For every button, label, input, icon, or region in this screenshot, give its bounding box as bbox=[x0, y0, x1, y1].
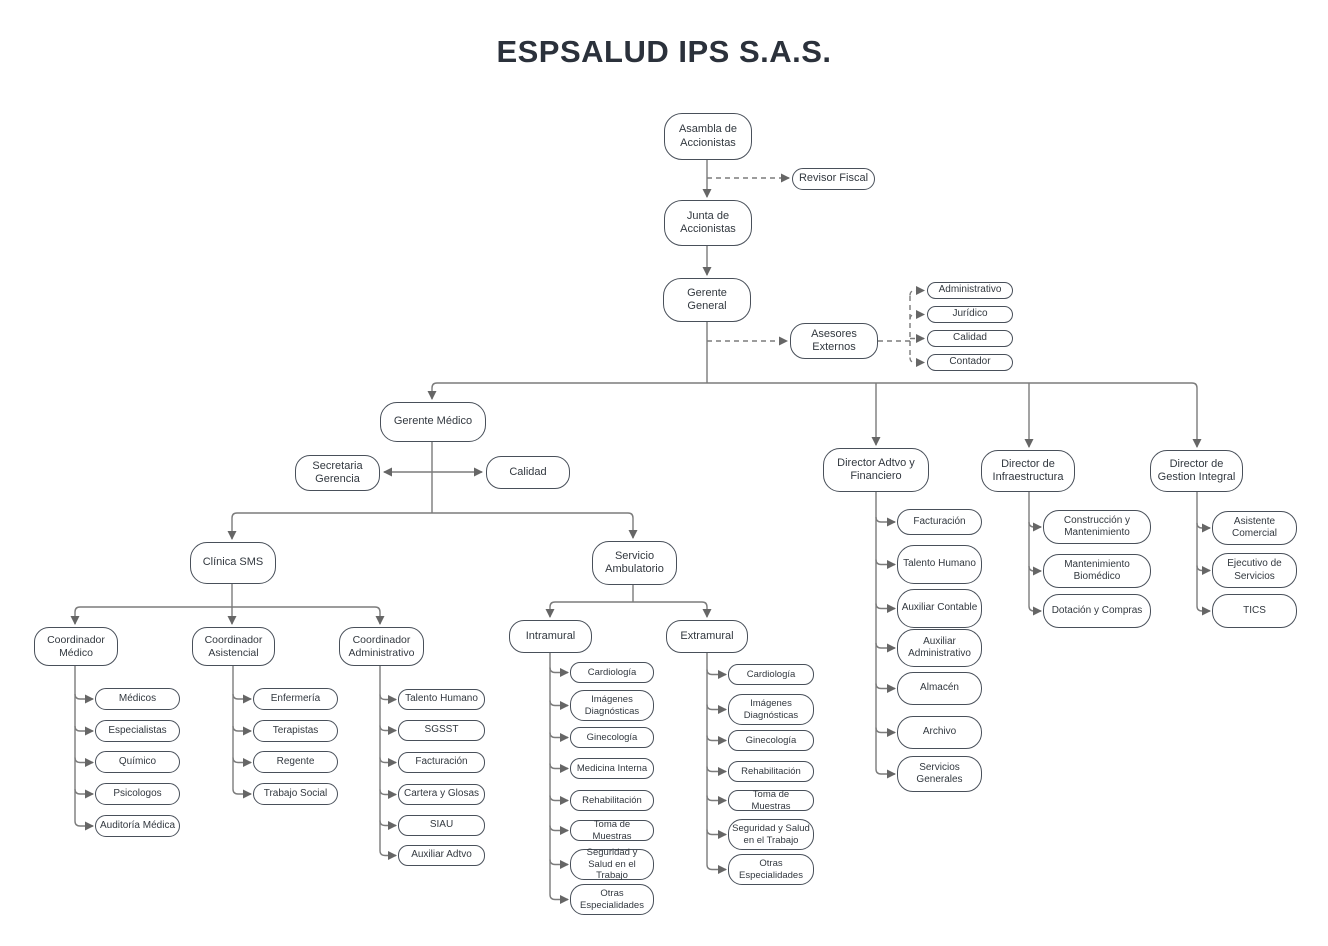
node-clinica-sms: Clínica SMS bbox=[190, 542, 276, 584]
node-enfermeria: Enfermería bbox=[253, 688, 338, 710]
node-asamblea-de-accionistas: Asambla de Accionistas bbox=[664, 113, 752, 160]
node-calidad: Calidad bbox=[486, 456, 570, 489]
node-asistente-comercial: Asistente Comercial bbox=[1212, 511, 1297, 545]
node-talento-humano: Talento Humano bbox=[897, 545, 982, 584]
node-asesor-administrativo: Administrativo bbox=[927, 282, 1013, 299]
node-cartera-y-glosas: Cartera y Glosas bbox=[398, 784, 485, 805]
node-coordinador-asistencial: Coordinador Asistencial bbox=[192, 627, 275, 666]
node-gerente-general: Gerente General bbox=[663, 278, 751, 322]
node-trabajo-social: Trabajo Social bbox=[253, 783, 338, 805]
node-intra-otras-especialidades: Otras Especialidades bbox=[570, 884, 654, 915]
node-extramural: Extramural bbox=[666, 620, 748, 653]
node-dotacion-y-compras: Dotación y Compras bbox=[1043, 594, 1151, 628]
node-facturacion-coord: Facturación bbox=[398, 752, 485, 773]
node-auditoria-medica: Auditoría Médica bbox=[95, 815, 180, 837]
node-director-de-gestion-integral: Director de Gestion Integral bbox=[1150, 450, 1243, 492]
node-intra-medicina-interna: Medicina Interna bbox=[570, 758, 654, 779]
node-servicios-generales: Servicios Generales bbox=[897, 756, 982, 792]
node-auxiliar-administrativo: Auxiliar Administrativo bbox=[897, 629, 982, 667]
node-asesor-juridico: Jurídico bbox=[927, 306, 1013, 323]
node-servicio-ambulatorio: Servicio Ambulatorio bbox=[592, 541, 677, 585]
node-archivo: Archivo bbox=[897, 716, 982, 749]
node-asesores-externos: Asesores Externos bbox=[790, 323, 878, 359]
node-auxiliar-adtvo: Auxiliar Adtvo bbox=[398, 845, 485, 866]
node-extra-cardiologia: Cardiología bbox=[728, 664, 814, 685]
node-tics: TICS bbox=[1212, 594, 1297, 628]
node-facturacion: Facturación bbox=[897, 509, 982, 535]
node-quimico: Químico bbox=[95, 751, 180, 773]
node-asesor-contador: Contador bbox=[927, 354, 1013, 371]
node-sgsst: SGSST bbox=[398, 720, 485, 741]
node-extra-toma-de-muestras: Toma de Muestras bbox=[728, 789, 814, 812]
node-coordinador-medico: Coordinador Médico bbox=[34, 627, 118, 666]
node-intra-imagenes-diagnosticas: Imágenes Diagnósticas bbox=[570, 690, 654, 721]
node-regente: Regente bbox=[253, 751, 338, 773]
node-extra-otras-especialidades: Otras Especialidades bbox=[728, 854, 814, 885]
node-siau: SIAU bbox=[398, 815, 485, 836]
node-medicos: Médicos bbox=[95, 688, 180, 710]
node-talento-humano-coord: Talento Humano bbox=[398, 689, 485, 710]
node-terapistas: Terapistas bbox=[253, 720, 338, 742]
node-mantenimiento-biomedico: Mantenimiento Biomédico bbox=[1043, 554, 1151, 588]
node-extra-seguridad-y-salud: Seguridad y Salud en el Trabajo bbox=[728, 819, 814, 850]
node-asesor-calidad: Calidad bbox=[927, 330, 1013, 347]
node-extra-ginecologia: Ginecología bbox=[728, 730, 814, 751]
node-extra-rehabilitacion: Rehabilitación bbox=[728, 761, 814, 782]
node-revisor-fiscal: Revisor Fiscal bbox=[792, 168, 875, 190]
node-especialistas: Especialistas bbox=[95, 720, 180, 742]
node-gerente-medico: Gerente Médico bbox=[380, 402, 486, 442]
node-intramural: Intramural bbox=[509, 620, 592, 653]
node-coordinador-administrativo: Coordinador Administrativo bbox=[339, 627, 424, 666]
node-intra-toma-de-muestras: Toma de Muestras bbox=[570, 819, 654, 842]
node-intra-seguridad-y-salud: Seguridad y Salud en el Trabajo bbox=[570, 847, 654, 881]
node-intra-rehabilitacion: Rehabilitación bbox=[570, 790, 654, 811]
node-psicologos: Psicologos bbox=[95, 783, 180, 805]
node-intra-cardiologia: Cardiología bbox=[570, 662, 654, 683]
node-director-de-infraestructura: Director de Infraestructura bbox=[981, 450, 1075, 492]
node-junta-de-accionistas: Junta de Accionistas bbox=[664, 200, 752, 246]
node-ejecutivo-de-servicios: Ejecutivo de Servicios bbox=[1212, 553, 1297, 588]
node-extra-imagenes-diagnosticas: Imágenes Diagnósticas bbox=[728, 694, 814, 725]
node-secretaria-gerencia: Secretaria Gerencia bbox=[295, 455, 380, 491]
node-director-adtvo-y-financiero: Director Adtvo y Financiero bbox=[823, 448, 929, 492]
node-intra-ginecologia: Ginecología bbox=[570, 727, 654, 748]
node-construccion-y-mantenimiento: Construcción y Mantenimiento bbox=[1043, 510, 1151, 544]
node-auxiliar-contable: Auxiliar Contable bbox=[897, 589, 982, 628]
page-title: ESPSALUD IPS S.A.S. bbox=[496, 34, 832, 69]
node-almacen: Almacén bbox=[897, 672, 982, 705]
